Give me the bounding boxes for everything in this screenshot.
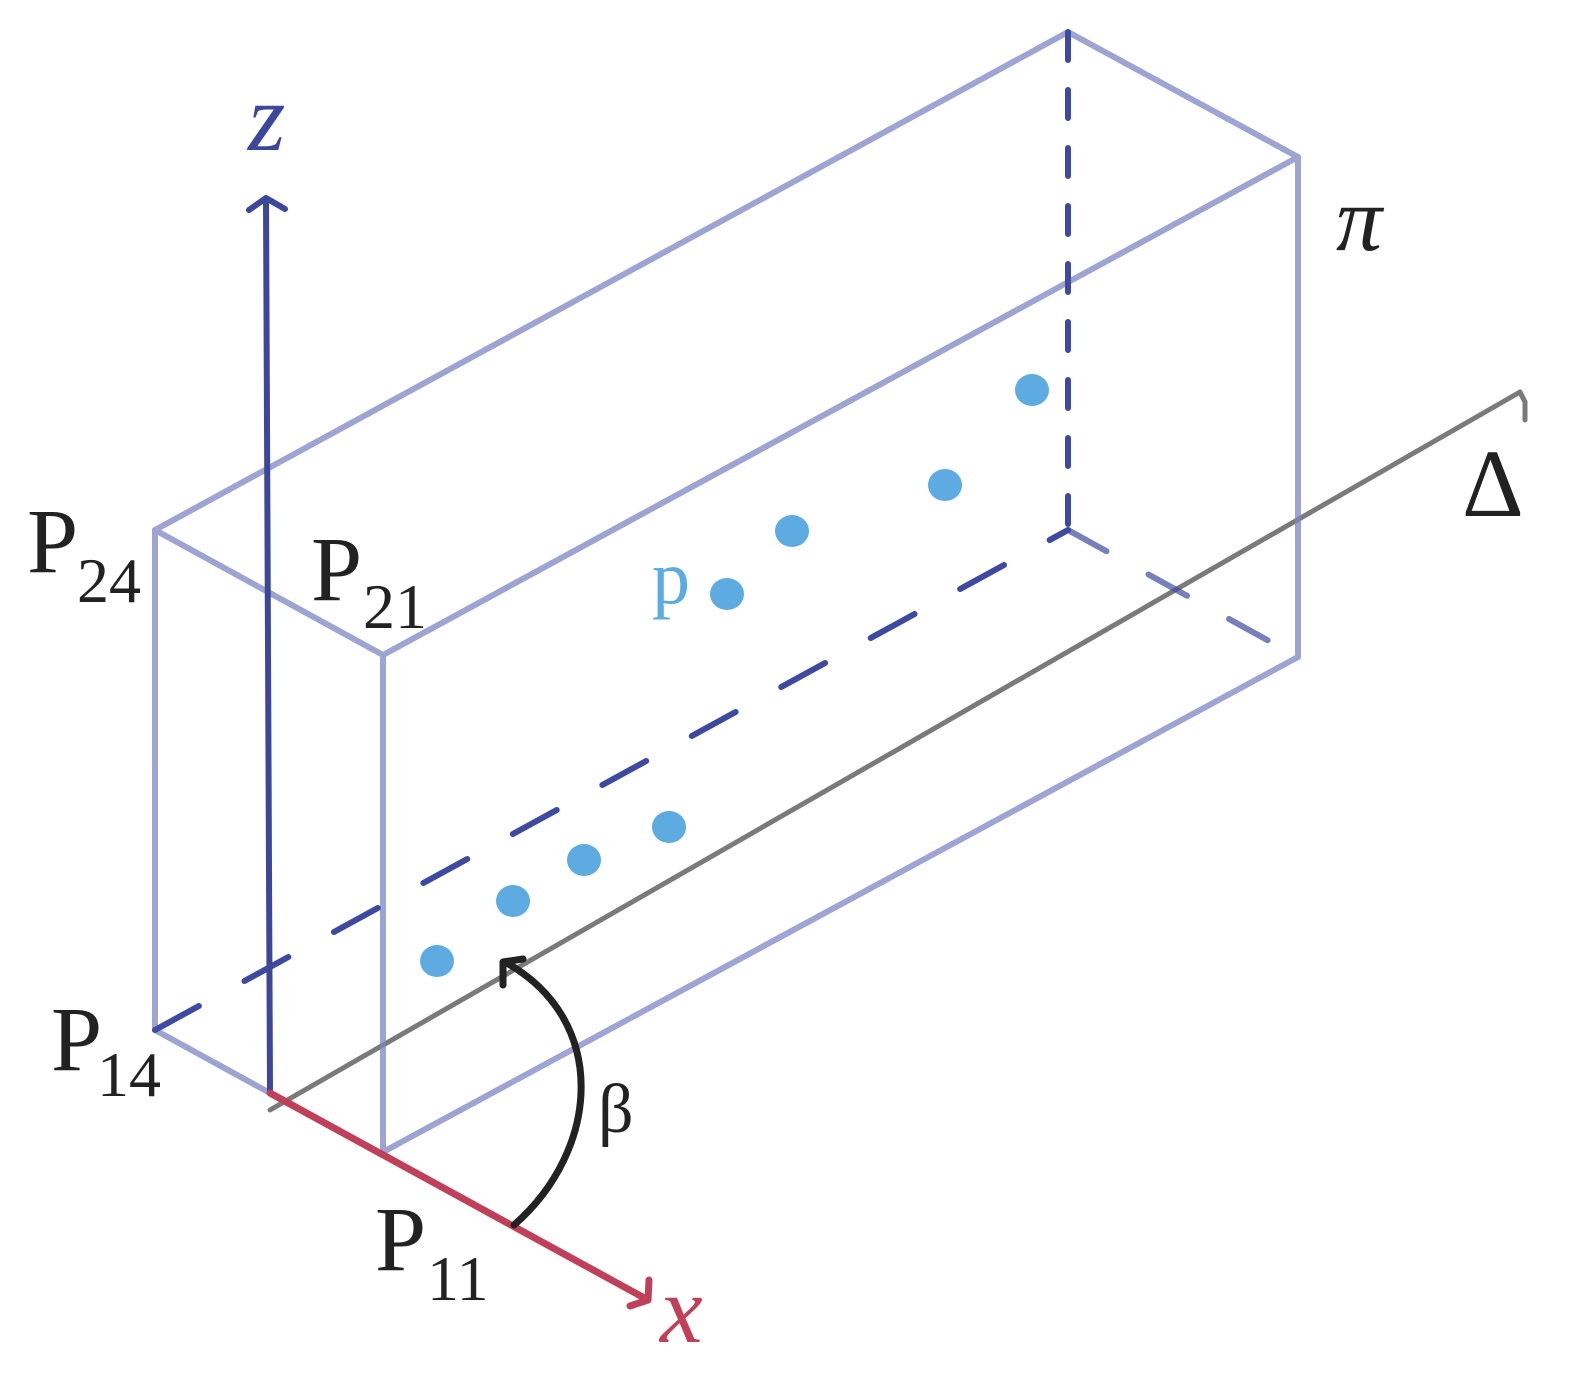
p21-sub: 21 [363,571,427,642]
z-axis-label: z [246,64,285,171]
p11-sub: 11 [427,1243,489,1314]
z-arrowhead-icon [246,195,288,213]
p24-label: P 24 [27,490,141,616]
delta-line-end-hook [1517,389,1528,423]
delta-label: Δ [1462,430,1524,537]
hidden-edges [152,29,1301,1033]
point-set [420,374,1049,977]
p21-label: P 21 [311,518,427,642]
point [567,844,601,876]
box-frame [152,29,1301,1155]
delta-line-segment [267,389,1523,1113]
p21-main: P [311,518,362,620]
p24-main: P [27,490,78,592]
p11-label: P 11 [375,1188,489,1314]
edge-p24-top-back [152,29,1071,533]
hidden-bottom-long [152,527,1071,1033]
z-axis [246,195,288,1096]
beta-arc [501,958,585,1229]
hidden-bottom-short [1065,527,1301,660]
beta-angle [499,955,585,1229]
z-axis-line [263,197,273,1096]
p14-main: P [51,988,102,1090]
pi-label: π [1336,168,1385,270]
beta-arrowhead-icon [499,955,527,989]
p11-main: P [375,1188,426,1290]
delta-line [267,389,1528,1113]
p14-sub: 14 [97,1039,161,1110]
p14-label: P 14 [51,988,161,1110]
x-axis [266,1089,653,1310]
point [652,811,686,843]
p24-sub: 24 [77,545,141,616]
point [928,469,962,501]
point [710,578,744,610]
point [1015,374,1049,406]
edge-p21-top-right [380,154,1301,658]
edge-p11-bottom-right [380,654,1301,1155]
x-axis-label: x [658,1256,703,1363]
beta-label: β [598,1071,634,1148]
point [775,515,809,547]
edge-top-back-right [1065,29,1301,160]
point [496,885,530,917]
x-arrowhead-icon [626,1276,653,1310]
edge-p14-bottom [152,1027,273,1096]
p-point-label: p [652,536,690,620]
x-axis-line [266,1089,652,1304]
point [420,945,454,977]
